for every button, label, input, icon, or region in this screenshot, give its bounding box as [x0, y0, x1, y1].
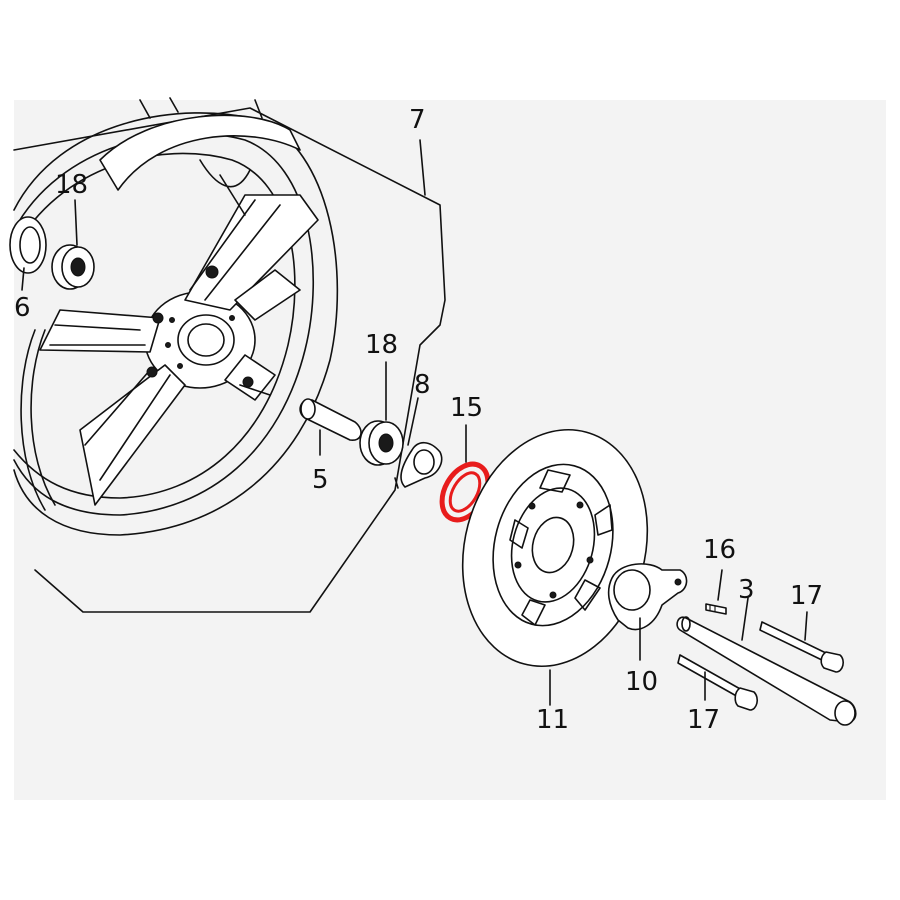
part-11-brake-disc [461, 428, 649, 668]
label-11: 11 [536, 705, 569, 735]
label-18-lower: 18 [365, 330, 398, 360]
part-10-gearbox [607, 563, 688, 631]
wheel-assembly-outline [13, 107, 446, 613]
part-16-bolt [705, 603, 727, 615]
leader-18a [74, 199, 78, 246]
wheel [13, 97, 339, 536]
label-16: 16 [703, 535, 736, 565]
label-5: 5 [312, 465, 329, 495]
label-3: 3 [738, 575, 755, 605]
label-17-upper: 17 [790, 581, 823, 611]
part-18-bearing-upper [51, 244, 95, 290]
part-5-collar [299, 398, 362, 441]
part-3-axle [676, 616, 857, 726]
label-17-lower: 17 [687, 705, 720, 735]
label-10: 10 [625, 667, 658, 697]
label-7: 7 [409, 105, 426, 135]
diagram-canvas [14, 100, 886, 800]
label-18-upper: 18 [55, 170, 88, 200]
leader-8 [407, 397, 419, 446]
part-6-seal [9, 216, 47, 274]
part-17-bolt-upper [759, 621, 845, 673]
leader-3 [741, 597, 749, 641]
label-6: 6 [14, 293, 31, 323]
part-17-bolt-lower [677, 654, 759, 711]
hub-axis-line [394, 477, 399, 489]
part-18-bearing-lower [359, 420, 404, 466]
leader-17a [804, 611, 808, 641]
part-8-retainer [400, 441, 443, 488]
leader-7 [419, 139, 426, 196]
label-8: 8 [414, 370, 431, 400]
leader-16 [717, 569, 723, 601]
label-15: 15 [450, 393, 483, 423]
leader-6 [21, 267, 25, 291]
